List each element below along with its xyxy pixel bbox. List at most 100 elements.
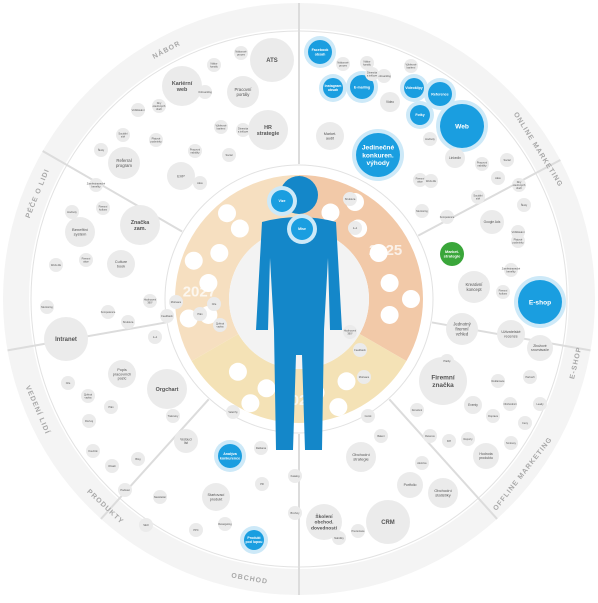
sector-divider-7 — [42, 150, 183, 233]
small-item-42-label: Katalog — [291, 474, 300, 478]
small-item-17-label: Work-life — [51, 263, 62, 267]
small-item-83-label: Feedback — [354, 348, 366, 352]
hl-reference-label: Reference — [431, 92, 448, 96]
small-item-85-label: Cíle — [212, 302, 217, 306]
small-item-39-label: Reklama — [256, 446, 267, 450]
small-item-56-label: Akvizice — [417, 461, 427, 465]
item-eventy-bubble — [464, 396, 482, 414]
hl-videoklipy-bubble — [404, 78, 424, 98]
small-item-55-bubble — [518, 416, 532, 430]
small-item-51-bubble — [503, 397, 517, 411]
small-item-33-label: Newsletter — [154, 495, 166, 499]
small-item-84-label: Motivace — [359, 375, 370, 379]
small-item-58-label: KPI — [447, 439, 451, 443]
small-item-33-bubble — [153, 490, 167, 504]
year-item-3-bubble — [230, 219, 249, 238]
small-item-74-bubble — [496, 285, 510, 299]
hl-instagram-bubble — [323, 78, 343, 98]
small-item-50-bubble — [486, 409, 500, 423]
item-market_audit-label: Market.audit — [324, 132, 337, 140]
small-item-2-label: Onboarding — [198, 90, 212, 94]
year-item-13-bubble — [402, 290, 420, 308]
small-item-44-label: Prezentace — [351, 529, 365, 533]
small-item-26-bubble — [81, 389, 95, 403]
item-ats-label: ATS — [266, 58, 277, 64]
small-item-75-bubble — [423, 132, 437, 146]
small-item-7-bubble — [193, 176, 207, 190]
hl-fotky-bubble — [410, 105, 430, 125]
hl-fotky-label: Fotky — [415, 113, 424, 117]
small-item-81-bubble — [348, 221, 362, 235]
item-intranet-bubble — [44, 317, 88, 361]
small-item-45-bubble — [361, 409, 375, 423]
year-item-16-bubble — [257, 379, 276, 398]
small-item-18-bubble — [40, 300, 54, 314]
small-item-62-bubble — [377, 69, 391, 83]
small-item-20-label: Struktura — [123, 320, 134, 324]
small-item-30-label: Obsah — [108, 464, 116, 468]
small-item-68-bubble — [512, 178, 526, 192]
small-item-57-bubble — [423, 429, 437, 443]
hl-analyza-bubble — [218, 444, 242, 468]
item-evp-bubble — [167, 162, 195, 190]
small-item-0-bubble — [234, 46, 248, 60]
small-item-54-bubble — [504, 436, 518, 450]
small-item-70-label: Školy — [521, 202, 528, 207]
small-item-47-bubble — [410, 403, 424, 417]
small-item-82-bubble — [343, 325, 357, 339]
year-item-17-bubble — [228, 362, 247, 381]
item-znacka-bubble — [120, 205, 160, 245]
small-item-66-label: Social — [503, 158, 510, 162]
small-item-44-bubble — [351, 524, 365, 538]
small-item-5-bubble — [188, 144, 202, 158]
small-item-49-label: Reklamace — [492, 379, 506, 383]
small-item-46-label: Balení — [377, 434, 385, 438]
small-item-2-bubble — [198, 85, 212, 99]
small-item-21-label: 1+1 — [153, 335, 158, 339]
small-item-32-label: Podcast — [120, 488, 130, 492]
small-item-52-label: Partneři — [525, 375, 535, 379]
small-item-25-label: Cíle — [66, 381, 71, 385]
year-item-6-bubble — [218, 204, 237, 223]
small-item-66-bubble — [500, 153, 514, 167]
hl-vize-bubble — [271, 190, 293, 212]
hl-eshop-bubble — [518, 280, 562, 324]
small-item-63-bubble — [404, 59, 418, 73]
item-startovaci-bubble — [202, 483, 230, 511]
small-item-58-bubble — [442, 434, 456, 448]
small-item-60-bubble — [336, 57, 350, 71]
small-item-17-bubble — [49, 258, 63, 272]
small-item-11-label: Vzdělávání — [132, 108, 145, 112]
year-item-18-bubble — [329, 398, 348, 417]
small-item-27-label: Plán — [108, 405, 114, 409]
small-item-27-bubble — [104, 400, 118, 414]
item-video-bubble — [380, 92, 400, 112]
hl-emailing-label: E-mailing — [354, 85, 370, 89]
small-item-36-label: Retargeting — [218, 522, 232, 526]
year-item-5-bubble — [184, 251, 203, 270]
small-item-62-label: Onboarding — [377, 74, 391, 78]
year-item-11-bubble — [380, 305, 399, 324]
small-item-64-bubble — [365, 67, 379, 81]
small-item-72-bubble — [511, 234, 525, 248]
